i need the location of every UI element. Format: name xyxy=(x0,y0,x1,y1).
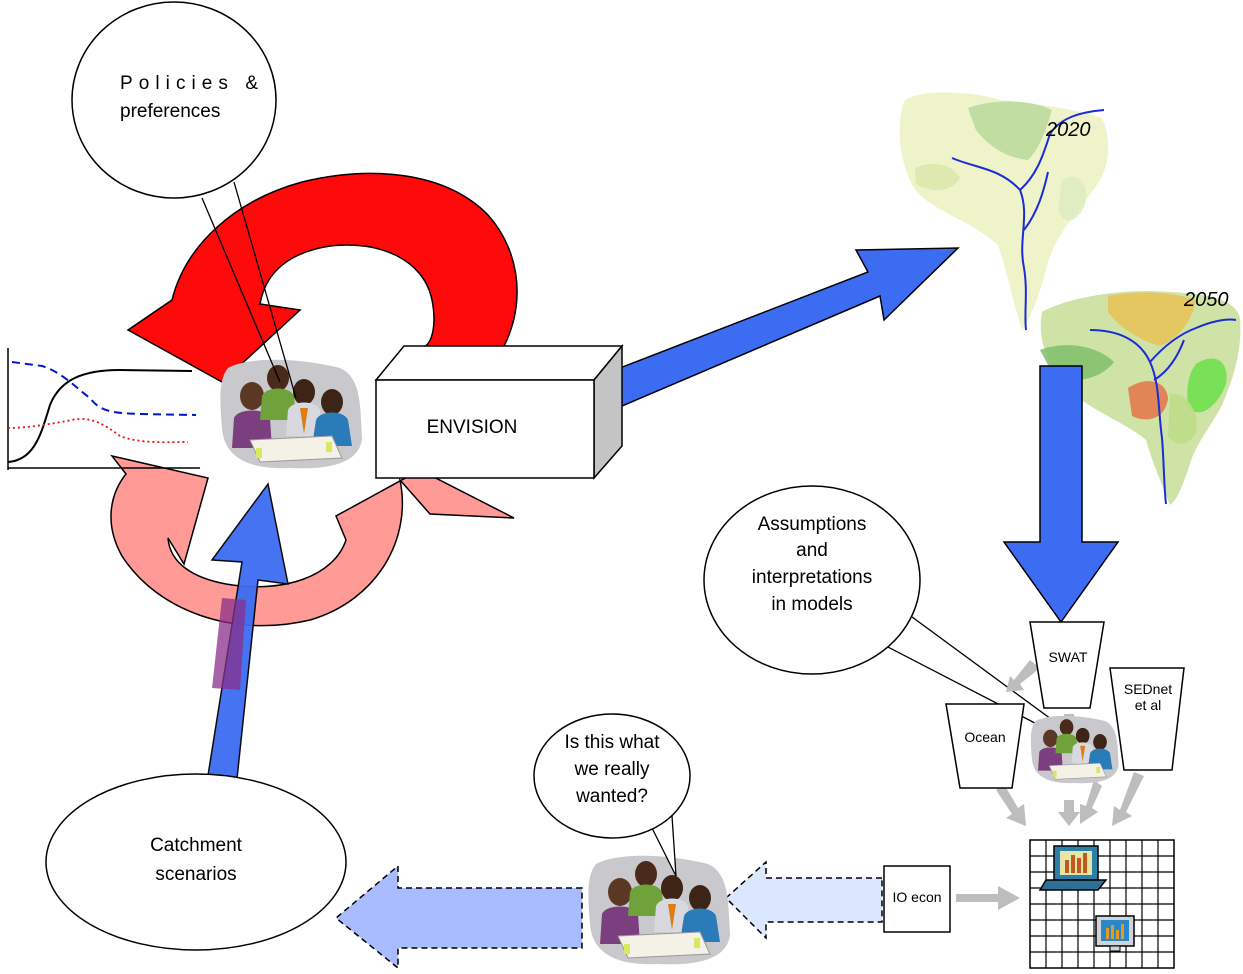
grey-arrow-io-econ-to-grid xyxy=(956,886,1020,910)
map-2020: 2020 xyxy=(899,92,1109,331)
swat-funnel: SWAT xyxy=(1029,621,1105,709)
sednet-funnel: SEDnet et al xyxy=(1109,667,1185,771)
dashed-arrow-io-to-people xyxy=(724,860,883,940)
red-cycle-arrow xyxy=(126,172,518,383)
ocean-funnel: Ocean xyxy=(945,703,1025,789)
assumptions-label-line-1: Assumptions xyxy=(758,514,867,535)
question-label-line-1: Is this what xyxy=(564,732,660,753)
ocean-label: Ocean xyxy=(964,729,1005,745)
arrow-maps-down-to-models xyxy=(1002,365,1120,624)
chart-dotted-line xyxy=(7,418,189,444)
grey-arrow-swat-to-ocean xyxy=(1006,660,1040,692)
stakeholders-clipart-models xyxy=(1030,715,1119,784)
chart-solid-line xyxy=(7,368,193,463)
catchment-label-line-1: Catchment xyxy=(150,835,243,856)
stakeholders-clipart-bottom xyxy=(587,855,731,965)
assumptions-label-line-4: in models xyxy=(771,594,852,615)
stakeholders-clipart-center xyxy=(219,359,363,469)
assumptions-label-line-2: and xyxy=(796,540,828,561)
io-econ-label: IO econ xyxy=(892,889,941,905)
io-econ-box: IO econ xyxy=(883,865,951,933)
policies-bubble: Policies & preferences xyxy=(71,1,297,399)
grey-arrow-people-to-grid-b xyxy=(1080,780,1102,824)
arrow-overlap-tint xyxy=(212,598,246,690)
grey-arrow-sednet-to-grid xyxy=(1112,772,1144,826)
arrow-envision-to-maps xyxy=(593,247,960,413)
swat-label: SWAT xyxy=(1049,649,1088,665)
pink-cycle-arrow xyxy=(110,454,515,627)
question-label-line-3: wanted? xyxy=(575,786,648,807)
sednet-label-line-2: et al xyxy=(1135,697,1161,713)
dashed-arrow-people-to-catchment xyxy=(334,864,583,970)
assumptions-bubble: Assumptions and interpretations in model… xyxy=(703,485,1067,737)
catchment-scenarios-ellipse: Catchment scenarios xyxy=(45,773,347,951)
chart-dashed-line xyxy=(11,361,197,416)
monitor-icon xyxy=(1095,915,1135,952)
envision-box: ENVISION xyxy=(374,343,624,480)
map-2050: 2050 xyxy=(1040,289,1241,505)
arrow-catchment-up xyxy=(202,482,289,789)
question-label-line-2: we really xyxy=(574,759,650,780)
left-line-chart xyxy=(7,348,200,470)
envision-label: ENVISION xyxy=(427,417,518,438)
catchment-label-line-2: scenarios xyxy=(155,864,236,885)
sednet-label-line-1: SEDnet xyxy=(1124,681,1172,697)
question-bubble: Is this what we really wanted? xyxy=(533,713,691,877)
year-2050-label: 2050 xyxy=(1183,289,1229,311)
year-2020-label: 2020 xyxy=(1045,119,1091,141)
grey-flow-arrows xyxy=(956,660,1144,910)
output-grid xyxy=(1029,839,1175,969)
assumptions-label-line-3: interpretations xyxy=(752,567,872,588)
grey-arrow-people-to-grid xyxy=(1058,800,1080,826)
grey-arrow-ocean-to-grid xyxy=(996,784,1026,826)
policies-label-line-2: preferences xyxy=(120,101,220,122)
